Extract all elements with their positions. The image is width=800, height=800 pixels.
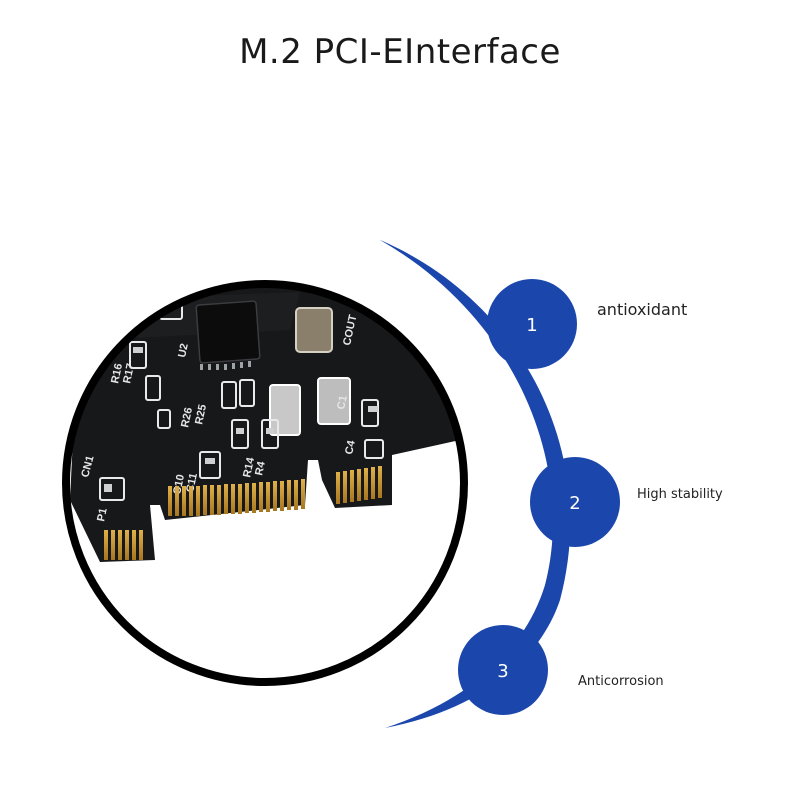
magnifier-ring [62, 280, 468, 686]
pcb-board [70, 284, 460, 562]
ic-chip [195, 300, 261, 364]
feature-label-high-stability: High stability [637, 487, 723, 502]
feature-number-1: 1 [526, 315, 537, 336]
label-r4: R4 [253, 460, 268, 477]
label-c4: C4 [343, 439, 358, 456]
feature-node-3: 3 [458, 625, 548, 715]
label-r25: R25 [193, 403, 209, 425]
label-c1: C1 [335, 394, 350, 410]
label-p1: P1 [95, 507, 110, 523]
label-u2: U2 [176, 342, 191, 358]
feature-label-anticorrosion: Anticorrosion [578, 674, 664, 689]
feature-label-antioxidant: antioxidant [597, 300, 688, 319]
feature-node-2: 2 [530, 457, 620, 547]
label-r26: R26 [179, 406, 195, 428]
feature-number-3: 3 [497, 661, 508, 682]
page-title: M.2 PCI-EInterface [239, 32, 561, 72]
label-r17: R17 [121, 362, 137, 384]
label-r14: R14 [241, 456, 257, 479]
gold-contacts [104, 466, 382, 560]
pcb-closeup: CN1 P1 R17 R16 U2 R26 R25 R14 R4 C10 C11… [66, 284, 464, 682]
crystal-component [295, 307, 333, 353]
feature-number-2: 2 [569, 493, 580, 514]
label-r16: R16 [109, 362, 125, 384]
feature-node-1: 1 [487, 279, 577, 369]
label-cn1: CN1 [79, 454, 96, 478]
